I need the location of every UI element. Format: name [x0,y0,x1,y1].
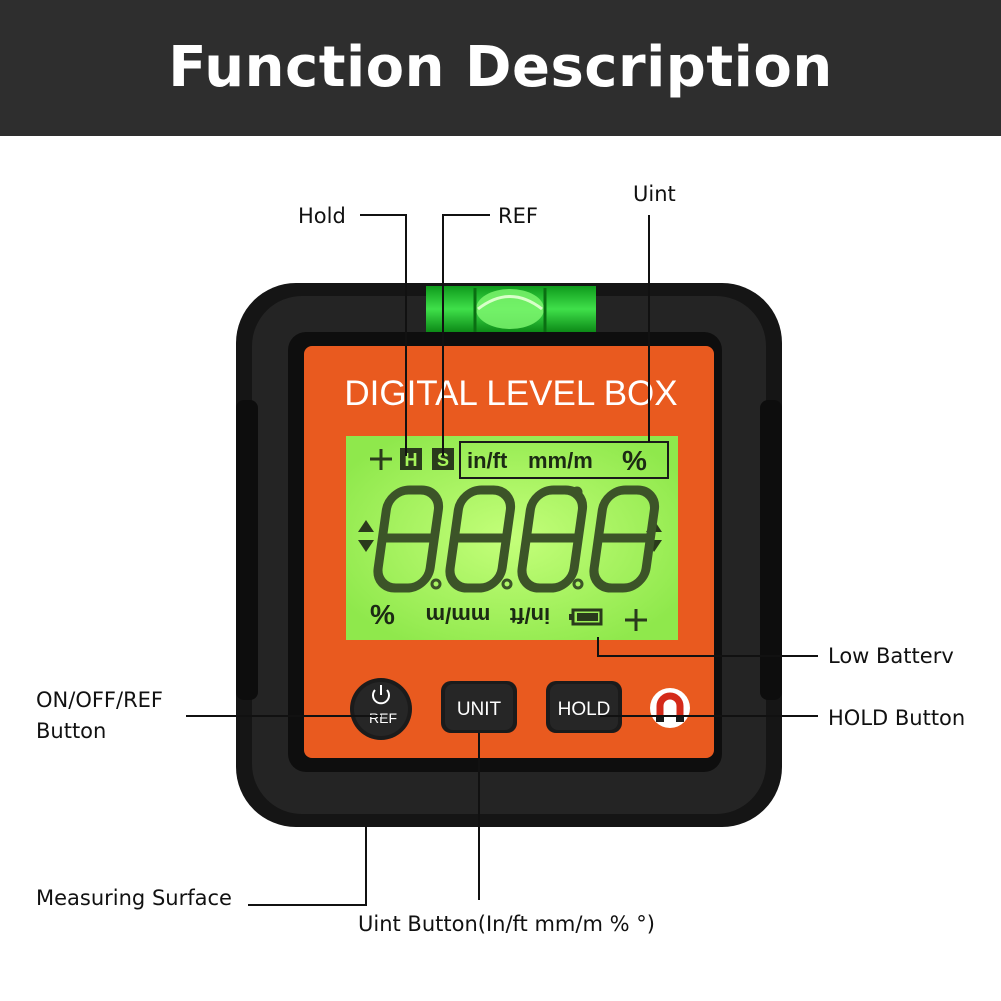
power-icon [372,685,390,705]
unit-highlight-box [459,441,669,479]
lcd-bottom-mmm: mm/m [426,603,491,628]
magnet-icon [650,688,690,728]
bubble-vial [426,286,596,332]
header-bar: Function Description [0,0,1001,136]
up-arrow-icon-left [358,520,374,532]
battery-icon [569,608,603,626]
callout-on-off-ref-line1: ON/OFF/REF [36,688,164,712]
callout-unit: Uint [633,182,676,206]
callout-hold: Hold [298,204,346,228]
unit-button-label: UNIT [457,699,502,720]
level-mark-icon [370,449,392,470]
hold-indicator: H [400,448,422,470]
callout-hold-button: HOLD Button [828,706,966,730]
device-brand-title: DIGITAL LEVEL BOX [344,374,677,413]
seven-segment-digits [373,485,660,593]
on-off-ref-button[interactable]: REF [350,678,412,740]
callout-on-off-ref-line2: Button [36,719,107,743]
hold-button-label: HOLD [558,699,611,720]
decimal-points [430,486,584,590]
svg-text:S: S [437,450,449,470]
down-arrow-icon-left [358,540,374,552]
callout-low-battery: Low Batterv [828,644,954,668]
svg-text:H: H [405,450,418,470]
lcd-bottom-percent: % [370,599,395,630]
unit-button[interactable]: UNIT [441,681,517,733]
lcd-display: H S in/ft mm/m % [346,436,678,640]
callout-ref: REF [498,204,538,228]
lcd-unit-mmm: mm/m [528,448,593,473]
page-title: Function Description [168,35,833,100]
lcd-unit-percent: % [622,445,647,476]
callout-lines [186,214,818,906]
hold-button[interactable]: HOLD [546,681,622,733]
callout-measuring-surface: Measuring Surface [36,886,232,910]
lcd-bottom-inft: in/ft [509,603,550,628]
level-mark-icon-bottom [625,609,647,631]
ref-indicator: S [432,448,454,470]
ref-button-label: REF [369,710,397,726]
callout-unit-button: Uint Button(In/ft mm/m % °) [358,912,655,936]
lcd-unit-inft: in/ft [467,448,508,473]
